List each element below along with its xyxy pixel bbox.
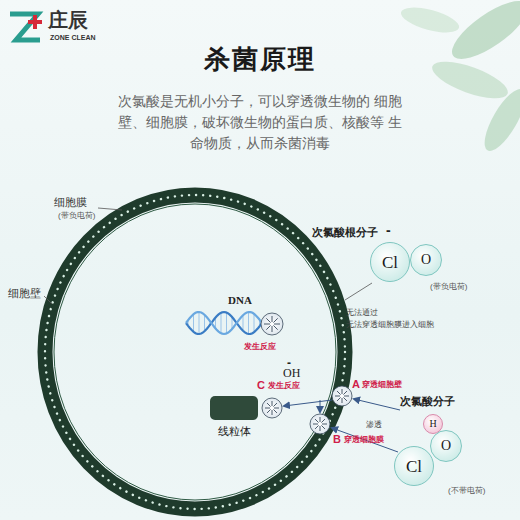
brand-name: 庄辰	[48, 8, 88, 32]
callout-letter: B	[333, 433, 341, 446]
dna-strand	[186, 312, 262, 334]
burst-spike	[264, 324, 270, 325]
burst-spike	[266, 325, 270, 329]
burst-spike	[274, 408, 279, 409]
intro-text: 次氯酸是无机小分子，可以穿透微生物的 细胞壁、细胞膜，破坏微生物的蛋白质、核酸等…	[112, 92, 408, 155]
title: 杀菌原理	[0, 44, 520, 75]
reaction-note: 穿透细胞膜	[344, 435, 384, 445]
burst-spike	[315, 425, 319, 429]
burst-spike	[266, 318, 270, 322]
dna-rung	[215, 318, 216, 327]
mitochondrion: 线粒体	[206, 394, 262, 442]
burst-spike	[273, 318, 277, 322]
note: 渗透	[366, 420, 382, 430]
note: (不带电荷)	[448, 486, 485, 496]
note: 无法通过	[346, 308, 378, 318]
dna-rung	[199, 312, 200, 334]
part-label: 线粒体	[206, 426, 262, 437]
part-label: 次氯酸分子	[400, 395, 455, 408]
burst-spike	[337, 391, 341, 395]
dna-rung	[221, 313, 222, 333]
burst-spike	[267, 403, 271, 407]
burst-spike	[342, 389, 343, 394]
charge-sign: -	[386, 222, 391, 239]
burst-spike	[343, 391, 347, 395]
atom-symbol: Cl	[406, 458, 422, 475]
burst-spike	[320, 417, 321, 422]
burst-spikes	[264, 316, 349, 431]
dna-rung	[243, 316, 244, 329]
part-label: 细胞壁	[8, 287, 41, 300]
reaction-note: 发生反应	[244, 342, 276, 352]
dna-rung	[248, 312, 249, 333]
callout-letter: A	[352, 378, 360, 391]
atom-symbol: H	[429, 419, 436, 429]
dna-rung	[226, 312, 227, 334]
dna-helix	[186, 312, 262, 334]
leader-lines	[44, 208, 372, 304]
burst-spike	[272, 401, 273, 406]
reaction-note: 发生反应	[268, 381, 300, 391]
note: (带负电荷)	[58, 211, 95, 221]
atom-symbol: Cl	[382, 254, 398, 271]
burst-spike	[320, 426, 321, 431]
reaction-note: 穿透细胞壁	[362, 380, 402, 390]
burst-spike	[321, 425, 325, 429]
leaves	[398, 0, 520, 156]
burst-spike	[273, 325, 277, 329]
burst-spike	[342, 398, 343, 403]
burst-spike	[322, 424, 327, 425]
burst-spike	[344, 396, 349, 397]
burst-spike	[313, 424, 318, 425]
burst-spike	[267, 409, 271, 413]
atom-circle: Cl	[394, 446, 434, 486]
atom-symbol: O	[441, 439, 451, 453]
burst-spike	[343, 397, 347, 401]
atom-circle: O	[410, 244, 442, 276]
atom-circle: Cl	[370, 242, 410, 282]
burst-spike	[272, 326, 273, 332]
brand-latin: ZONE CLEAN	[50, 34, 96, 42]
burst-spike	[274, 324, 280, 325]
callout-letter: C	[257, 379, 265, 392]
note: 无法穿透细胞膜进入细胞	[346, 320, 434, 330]
bursts	[261, 313, 352, 434]
burst-spike	[273, 409, 277, 413]
ion-label: OH	[283, 366, 300, 380]
part-label: 细胞膜	[54, 196, 87, 209]
logo-icon	[10, 14, 42, 40]
atom-circle: O	[430, 430, 462, 462]
dna-strand	[186, 312, 262, 334]
burst-spike	[321, 419, 325, 423]
burst-spike	[273, 403, 277, 407]
mitochondrion-body	[210, 396, 258, 420]
note: (带负电荷)	[430, 282, 467, 292]
burst-spike	[272, 316, 273, 322]
cell	[45, 195, 345, 509]
dna-rung	[193, 315, 194, 332]
dna-rung	[254, 313, 255, 333]
dna-rung	[204, 314, 205, 332]
burst-spike	[335, 396, 340, 397]
arrows	[284, 399, 400, 452]
part-label: 次氯酸根分子	[312, 226, 378, 239]
burst-spike	[315, 419, 319, 423]
part-label: DNA	[228, 294, 252, 307]
burst-spike	[272, 410, 273, 415]
atom-symbol: O	[421, 253, 431, 267]
burst-spike	[337, 397, 341, 401]
burst-spike	[265, 408, 270, 409]
